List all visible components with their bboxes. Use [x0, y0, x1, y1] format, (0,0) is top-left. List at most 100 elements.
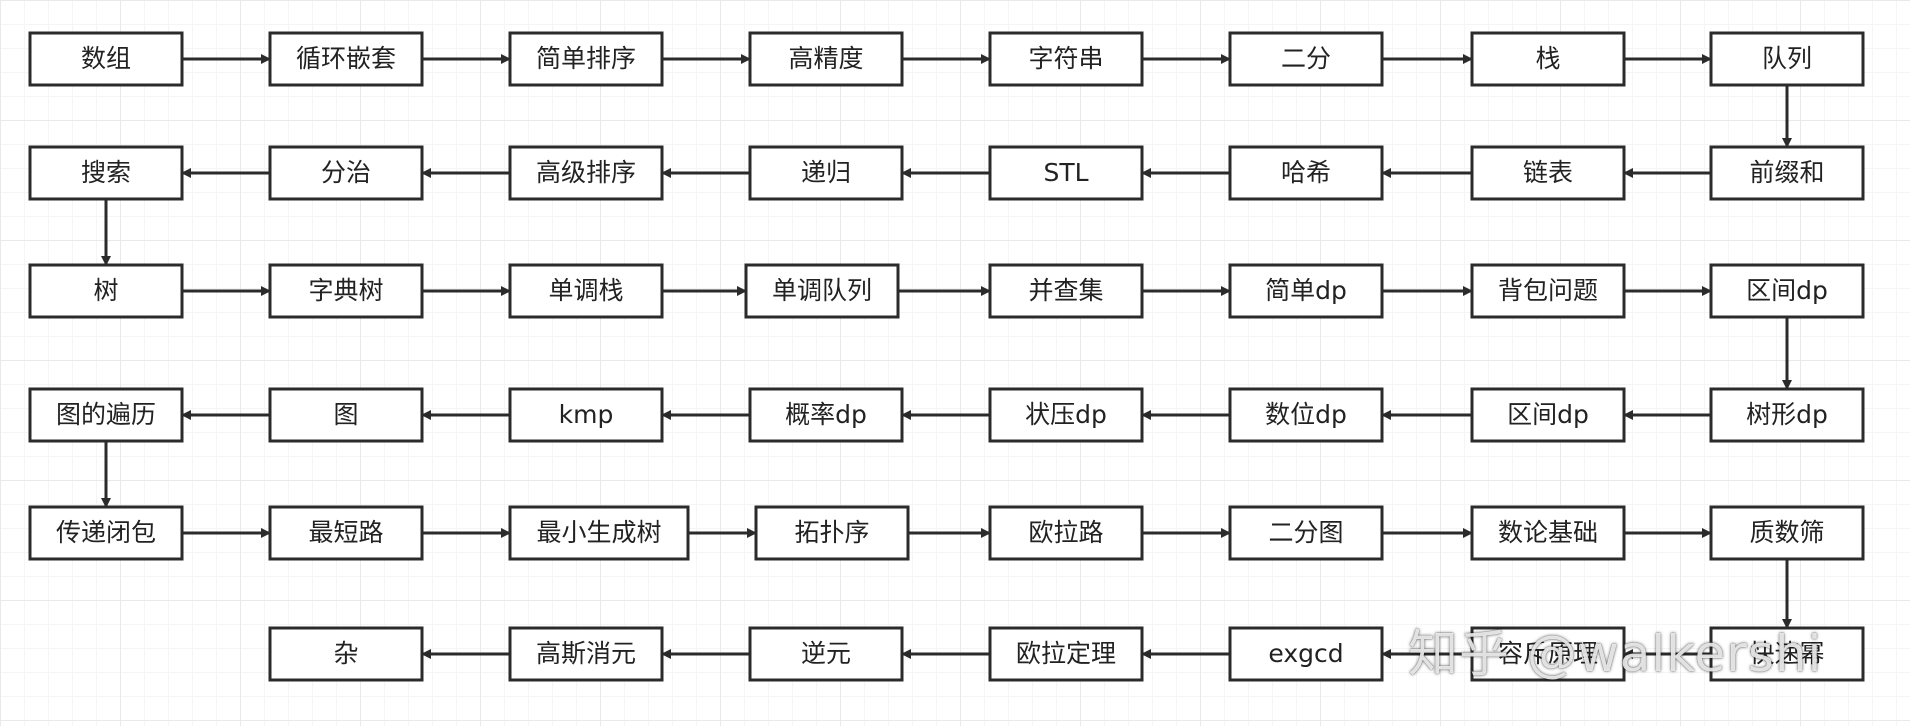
flow-node: 区间dp: [1709, 263, 1865, 319]
node-label: 高斯消元: [536, 639, 636, 668]
node-box: [988, 31, 1144, 87]
flow-node: 单调队列: [744, 263, 900, 319]
node-box: [748, 31, 904, 87]
node-box: [988, 387, 1144, 443]
node-box: [1470, 263, 1626, 319]
node-label: 概率dp: [785, 400, 867, 429]
flow-node: 图的遍历: [28, 387, 184, 443]
node-box: [1228, 505, 1384, 561]
flow-node: 二分图: [1228, 505, 1384, 561]
flow-node: 拓扑序: [754, 505, 910, 561]
node-label: exgcd: [1268, 639, 1343, 668]
flow-node: 高斯消元: [508, 626, 664, 682]
node-label: 最小生成树: [536, 518, 661, 547]
flow-node: 逆元: [748, 626, 904, 682]
flow-node: 分治: [268, 145, 424, 201]
node-box: [1228, 145, 1384, 201]
flow-node: 二分: [1228, 31, 1384, 87]
flow-node: 简单dp: [1228, 263, 1384, 319]
node-label: 欧拉定理: [1016, 639, 1116, 668]
node-label: 栈: [1535, 44, 1560, 73]
edges: [101, 54, 1792, 659]
node-label: 容斥原理: [1498, 639, 1598, 668]
node-label: 杂: [333, 639, 358, 668]
node-label: 背包问题: [1498, 276, 1598, 305]
node-box: [28, 505, 184, 561]
node-box: [748, 626, 904, 682]
node-box: [508, 505, 690, 561]
node-box: [1228, 626, 1384, 682]
node-box: [268, 31, 424, 87]
flow-node: 容斥原理: [1470, 626, 1626, 682]
node-label: 高精度: [788, 44, 863, 73]
node-label: 并查集: [1028, 276, 1103, 305]
node-box: [1709, 626, 1865, 682]
node-label: 最短路: [308, 518, 383, 547]
node-box: [1470, 31, 1626, 87]
flow-node: 质数筛: [1709, 505, 1865, 561]
flow-node: 数论基础: [1470, 505, 1626, 561]
node-box: [988, 505, 1144, 561]
flow-node: 传递闭包: [28, 505, 184, 561]
flow-node: 概率dp: [748, 387, 904, 443]
node-label: 传递闭包: [56, 518, 156, 547]
flow-node: exgcd: [1228, 626, 1384, 682]
node-box: [1470, 626, 1626, 682]
flow-node: 树形dp: [1709, 387, 1865, 443]
flow-node: 欧拉定理: [988, 626, 1144, 682]
node-label: 递归: [801, 158, 851, 187]
node-label: 欧拉路: [1028, 518, 1103, 547]
node-label: 树: [93, 276, 118, 305]
flow-node: 杂: [268, 626, 424, 682]
node-box: [268, 387, 424, 443]
node-label: 前缀和: [1749, 158, 1824, 187]
node-box: [268, 505, 424, 561]
node-label: 单调队列: [772, 276, 872, 305]
flow-node: 并查集: [988, 263, 1144, 319]
node-label: 高级排序: [536, 158, 636, 187]
node-label: 状压dp: [1025, 400, 1107, 429]
node-box: [988, 626, 1144, 682]
node-label: 单调栈: [548, 276, 623, 305]
flow-node: 背包问题: [1470, 263, 1626, 319]
node-label: STL: [1043, 158, 1088, 187]
flow-node: 快速幂: [1709, 626, 1865, 682]
node-box: [1709, 387, 1865, 443]
flow-node: 简单排序: [508, 31, 664, 87]
node-box: [28, 145, 184, 201]
node-label: 树形dp: [1746, 400, 1828, 429]
flow-node: 图: [268, 387, 424, 443]
node-box: [508, 145, 664, 201]
nodes: 数组循环嵌套简单排序高精度字符串二分栈队列前缀和链表哈希STL递归高级排序分治搜…: [28, 31, 1865, 682]
node-box: [508, 263, 664, 319]
flow-node: 栈: [1470, 31, 1626, 87]
flow-node: 循环嵌套: [268, 31, 424, 87]
node-label: 二分图: [1268, 518, 1343, 547]
node-box: [268, 263, 424, 319]
flow-node: 链表: [1470, 145, 1626, 201]
flow-node: 高精度: [748, 31, 904, 87]
node-label: 快速幂: [1749, 639, 1824, 668]
flow-node: kmp: [508, 387, 664, 443]
node-label: 字符串: [1028, 44, 1103, 73]
node-label: 字典树: [308, 276, 383, 305]
node-label: 哈希: [1281, 158, 1331, 187]
node-box: [28, 387, 184, 443]
node-box: [28, 31, 184, 87]
flow-node: 数组: [28, 31, 184, 87]
node-box: [748, 145, 904, 201]
node-label: 图: [333, 400, 358, 429]
node-box: [1470, 145, 1626, 201]
node-box: [748, 387, 904, 443]
node-label: 简单dp: [1265, 276, 1347, 305]
node-box: [1228, 387, 1384, 443]
flow-node: 字典树: [268, 263, 424, 319]
node-label: 质数筛: [1749, 518, 1824, 547]
node-box: [744, 263, 900, 319]
node-label: 简单排序: [536, 44, 636, 73]
node-label: kmp: [559, 400, 614, 429]
flow-node: 最小生成树: [508, 505, 690, 561]
node-box: [988, 263, 1144, 319]
node-label: 搜索: [81, 158, 131, 187]
